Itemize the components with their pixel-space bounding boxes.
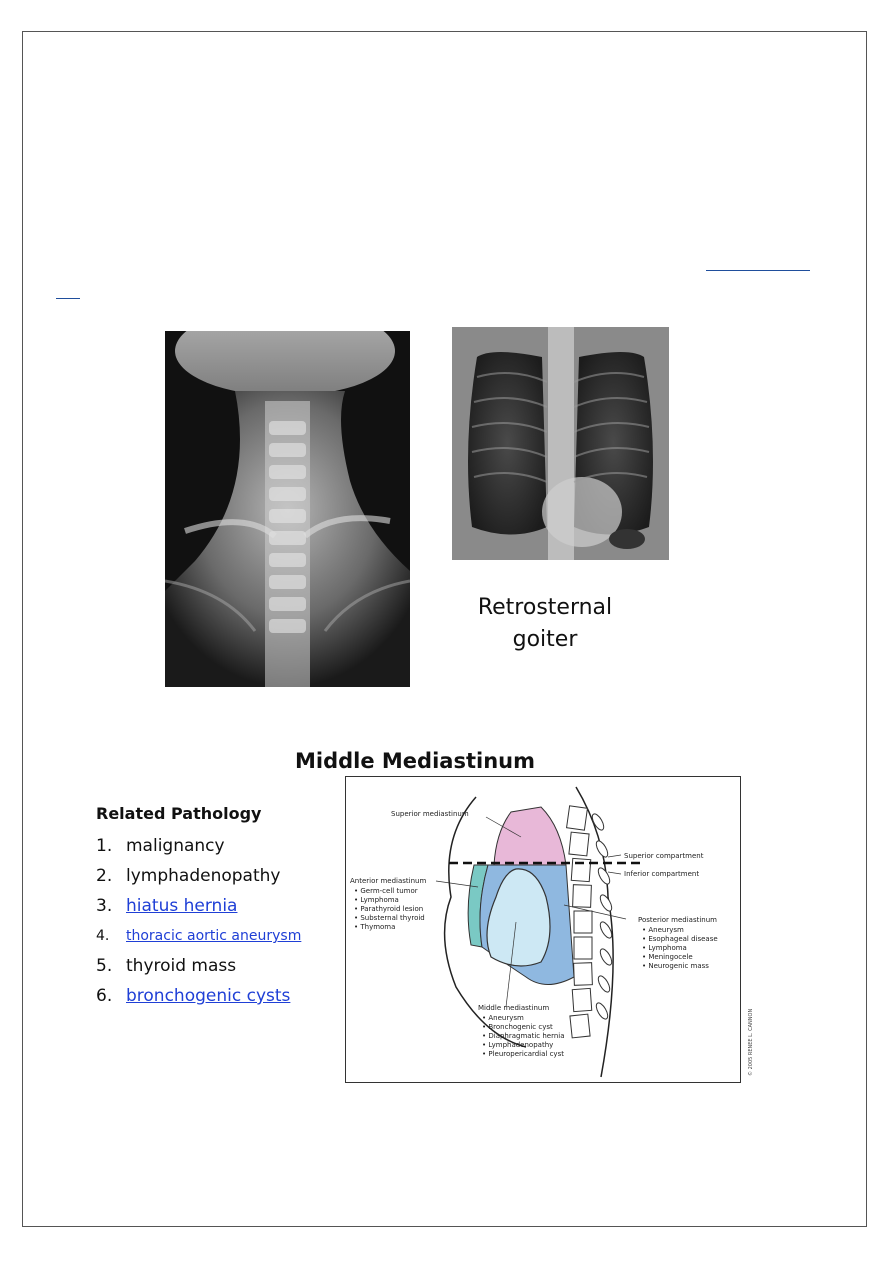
middle-mediastinum-title: Middle mediastinum xyxy=(478,1004,549,1012)
anterior-item: • Substernal thyroid xyxy=(354,914,425,922)
list-item: 5. thyroid mass xyxy=(96,951,346,981)
chest-xray-image xyxy=(452,327,669,560)
list-item: 1. malignancy xyxy=(96,831,346,861)
posterior-item: • Neurogenic mass xyxy=(642,962,709,970)
list-number: 1. xyxy=(96,836,113,856)
link-underline-fragment[interactable] xyxy=(56,298,80,299)
link-underline-fragment[interactable] xyxy=(706,270,810,271)
copyright-label: © 2005 RENEE L. CANNON xyxy=(747,1009,754,1076)
page-frame xyxy=(22,31,867,1227)
middle-item: • Pleuropericardial cyst xyxy=(482,1050,564,1058)
caption-line: goiter xyxy=(512,627,578,652)
list-number: 2. xyxy=(96,866,113,886)
superior-region xyxy=(493,806,567,866)
hiatus-hernia-link[interactable]: hiatus hernia xyxy=(126,896,238,916)
posterior-mediastinum-title: Posterior mediastinum xyxy=(638,916,717,924)
copyright-text: © 2005 RENEE L. CANNON xyxy=(742,1000,756,1078)
pathology-heading: Related Pathology xyxy=(96,804,262,823)
list-text: malignancy xyxy=(126,836,225,856)
middle-item: • Aneurysm xyxy=(482,1014,524,1022)
section-title: Middle Mediastinum xyxy=(295,749,535,773)
list-item: 2. lymphadenopathy xyxy=(96,861,346,891)
neck-xray-image xyxy=(165,331,410,687)
list-text: lymphadenopathy xyxy=(126,866,281,886)
anterior-item: • Lymphoma xyxy=(354,896,399,904)
posterior-item: • Lymphoma xyxy=(642,944,687,952)
pathology-list: Related Pathology 1. malignancy 2. lymphad… xyxy=(96,804,346,1011)
list-number: 5. xyxy=(96,956,113,976)
posterior-item: • Meningocele xyxy=(642,953,693,961)
caption-line: Retrosternal xyxy=(477,595,613,620)
list-number: 4. xyxy=(96,928,110,944)
anterior-item: • Thymoma xyxy=(354,923,395,931)
bronchogenic-cysts-link[interactable]: bronchogenic cysts xyxy=(126,986,291,1006)
inferior-compartment-label: Inferior compartment xyxy=(624,870,699,878)
middle-item: • Lymphadenopathy xyxy=(482,1041,553,1049)
mediastinum-diagram: Superior mediastinum Superior compartmen… xyxy=(345,776,741,1083)
list-number: 6. xyxy=(96,986,113,1006)
anterior-item: • Parathyroid lesion xyxy=(354,905,423,913)
middle-item: • Diaphragmatic hernia xyxy=(482,1032,565,1040)
list-item: 3. hiatus hernia xyxy=(96,891,346,921)
posterior-item: • Aneurysm xyxy=(642,926,684,934)
image-caption: Retrosternal goiter xyxy=(440,592,650,656)
list-text: thyroid mass xyxy=(126,956,237,976)
thoracic-aortic-aneurysm-link[interactable]: thoracic aortic aneurysm xyxy=(126,928,302,944)
superior-mediastinum-label: Superior mediastinum xyxy=(391,810,469,818)
anterior-mediastinum-title: Anterior mediastinum xyxy=(350,877,426,885)
list-number: 3. xyxy=(96,896,113,916)
superior-compartment-label: Superior compartment xyxy=(624,852,704,860)
middle-region xyxy=(486,868,551,967)
list-item: 4. thoracic aortic aneurysm xyxy=(96,921,346,951)
posterior-item: • Esophageal disease xyxy=(642,935,718,943)
list-item: 6. bronchogenic cysts xyxy=(96,981,346,1011)
middle-item: • Bronchogenic cyst xyxy=(482,1023,553,1031)
anterior-item: • Germ-cell tumor xyxy=(354,887,418,895)
